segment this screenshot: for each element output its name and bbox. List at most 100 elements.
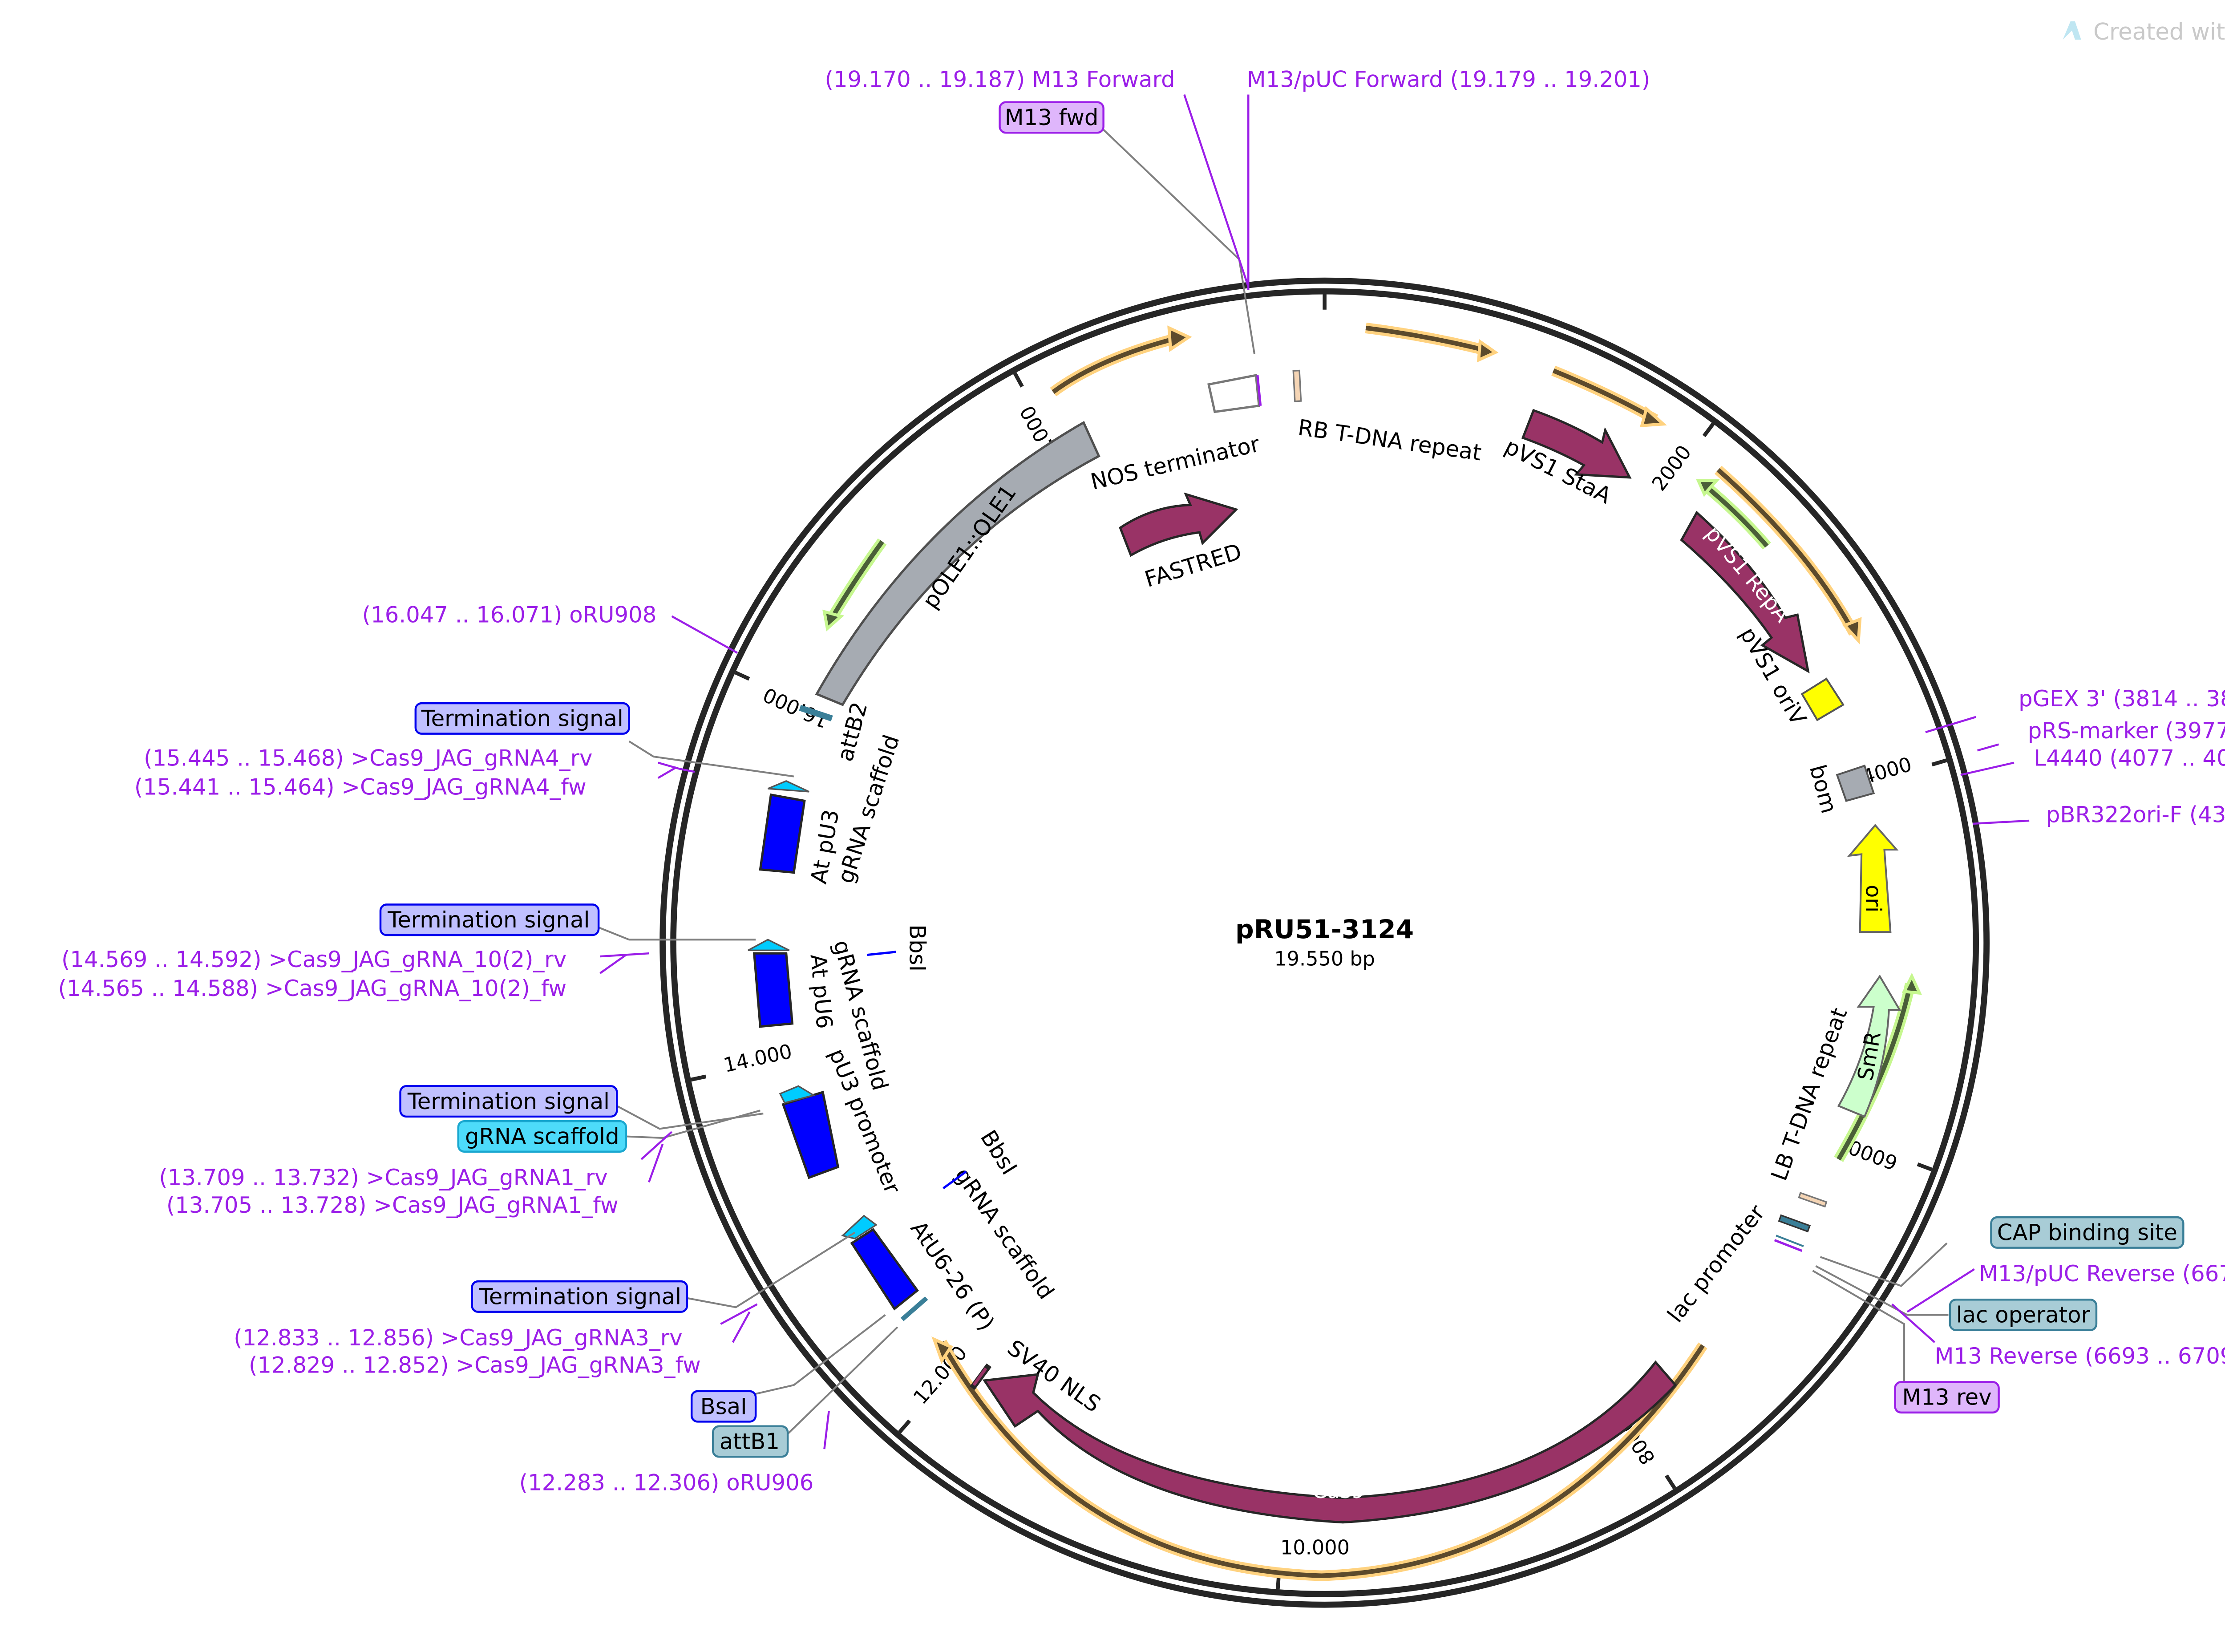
feature-attb2[interactable]: attB2 bbox=[799, 699, 873, 764]
termination-signal-4-label: Termination signal bbox=[479, 1284, 681, 1310]
tick-mark bbox=[898, 1419, 911, 1433]
cas9-shape bbox=[982, 1360, 1677, 1524]
primer-grna4-rv[interactable]: (15.445 .. 15.468) >Cas9_JAG_gRNA4_rv bbox=[144, 745, 592, 771]
m13-fwd-label: M13 fwd bbox=[1005, 105, 1099, 130]
termination-signal-1-label: Termination signal bbox=[421, 705, 623, 731]
primer-grna1-fw[interactable]: (13.705 .. 13.728) >Cas9_JAG_gRNA1_fw bbox=[166, 1192, 619, 1218]
smr-shape bbox=[1837, 974, 1901, 1118]
primer-grna10-rv[interactable]: (14.569 .. 14.592) >Cas9_JAG_gRNA_10(2)_… bbox=[61, 947, 566, 972]
enzyme-bbsi-2[interactable]: BbsI bbox=[943, 1126, 1023, 1190]
fastred-label: FASTRED bbox=[1142, 539, 1245, 592]
pu3-scaffold-shape bbox=[779, 1085, 816, 1104]
atu6-26-shape bbox=[850, 1228, 919, 1311]
orange-arrow-top-left bbox=[1050, 333, 1177, 397]
attb2-shape bbox=[799, 705, 833, 721]
box-cap-binding-site[interactable]: CAP binding site bbox=[1990, 1216, 2185, 1249]
feature-at-pu6[interactable]: At pU6 bbox=[748, 939, 837, 1030]
feature-nos-terminator[interactable]: NOS terminator bbox=[1088, 374, 1262, 495]
backbone-outer-ring bbox=[659, 277, 1990, 1608]
primer-l4440[interactable]: L4440 (4077 .. 4094) bbox=[2034, 745, 2225, 771]
tick-mark bbox=[1917, 1162, 1933, 1172]
primer-grna1-rv[interactable]: (13.709 .. 13.732) >Cas9_JAG_gRNA1_rv bbox=[159, 1165, 607, 1190]
tick-mark bbox=[690, 1074, 707, 1082]
feature-bom[interactable]: bom bbox=[1804, 762, 1875, 816]
backbone bbox=[659, 277, 1990, 1608]
attb1-label: attB1 bbox=[720, 1429, 780, 1454]
box-attb1[interactable]: attB1 bbox=[712, 1425, 789, 1458]
tick-label: 10.000 bbox=[1280, 1536, 1350, 1559]
feature-pole1-ole1[interactable]: pOLE1::OLE1 bbox=[815, 421, 1100, 706]
at-pu6-scaffold-shape bbox=[748, 939, 790, 952]
bbsi-1-label: BbsI bbox=[904, 924, 930, 972]
lac-promoter-shape bbox=[1778, 1214, 1811, 1233]
at-pu3-scaffold-shape bbox=[767, 780, 809, 793]
backbone-inner-ring bbox=[670, 288, 1979, 1597]
rb-tdna-label: RB T-DNA repeat bbox=[1296, 414, 1483, 466]
atu6-26-label: AtU6-26 (P) bbox=[906, 1216, 1000, 1336]
box-grna-scaffold[interactable]: gRNA scaffold bbox=[457, 1120, 627, 1153]
feature-lac-promoter[interactable]: lac promoter bbox=[1663, 1200, 1811, 1328]
pvs1-repa-shape bbox=[1680, 510, 1810, 674]
primer-grna4-fw[interactable]: (15.441 .. 15.464) >Cas9_JAG_gRNA4_fw bbox=[134, 774, 587, 800]
ori-label: ori bbox=[1861, 885, 1885, 912]
feature-pvs1-staa[interactable]: pVS1 StaA bbox=[1501, 409, 1632, 509]
box-m13-fwd[interactable]: M13 fwd bbox=[999, 101, 1104, 134]
at-pu6-label: At pU6 bbox=[805, 953, 837, 1030]
primer-grna3-fw[interactable]: (12.829 .. 12.852) >Cas9_JAG_gRNA3_fw bbox=[249, 1352, 701, 1378]
primer-m13-puc-reverse[interactable]: M13/pUC Reverse (6674 .. 6696) bbox=[1979, 1261, 2225, 1287]
feature-pu3-promoter[interactable]: pU3 promoter gRNA scaffold bbox=[779, 937, 906, 1198]
tick-label: 14.000 bbox=[721, 1040, 794, 1077]
feature-cas9[interactable]: Cas9 bbox=[982, 1360, 1677, 1524]
cap-binding-site-label: CAP binding site bbox=[1997, 1220, 2177, 1246]
bbsi-2-mark bbox=[943, 1170, 967, 1190]
snapgene-logo-icon bbox=[2063, 21, 2081, 40]
bom-label: bom bbox=[1804, 762, 1842, 816]
m13-rev-label: M13 rev bbox=[1902, 1385, 1991, 1410]
primer-m13-puc-forward[interactable]: M13/pUC Forward (19.179 .. 19.201) bbox=[1247, 66, 1651, 92]
grna-scaffold-box-label: gRNA scaffold bbox=[465, 1124, 619, 1150]
connector-lines bbox=[598, 129, 1949, 1435]
plasmid-length: 19.550 bp bbox=[1274, 947, 1375, 971]
feature-atu6-26[interactable]: AtU6-26 (P) gRNA scaffold bbox=[841, 1163, 1060, 1336]
feature-fastred[interactable]: FASTRED bbox=[1119, 492, 1245, 593]
atu6-26-scaffold-shape bbox=[841, 1215, 878, 1239]
primer-oru906[interactable]: (12.283 .. 12.306) oRU906 bbox=[519, 1470, 814, 1496]
box-termination-signal-3[interactable]: Termination signal bbox=[399, 1085, 618, 1118]
pu3-promoter-shape bbox=[781, 1090, 840, 1179]
primer-pgex-3[interactable]: pGEX 3' (3814 .. 3836) bbox=[2019, 686, 2225, 712]
primer-m13-forward[interactable]: (19.170 .. 19.187) M13 Forward bbox=[825, 66, 1175, 92]
fastred-shape bbox=[1119, 492, 1238, 557]
enzyme-bbsi-1[interactable]: BbsI bbox=[867, 924, 930, 972]
box-bsai[interactable]: BsaI bbox=[690, 1390, 757, 1423]
ori-shape bbox=[1847, 824, 1899, 933]
pvs1-oriv-shape bbox=[1800, 677, 1845, 721]
nos-terminator-shape bbox=[1207, 374, 1261, 413]
primer-prs-marker[interactable]: pRS-marker (3977 .. 3996) bbox=[2028, 718, 2225, 744]
primer-m13-reverse[interactable]: M13 Reverse (6693 .. 6709) bbox=[1935, 1343, 2225, 1369]
tick-mark bbox=[1013, 372, 1024, 388]
tick-label: 2000 bbox=[1647, 441, 1696, 495]
primer-oru908[interactable]: (16.047 .. 16.071) oRU908 bbox=[362, 602, 657, 628]
plasmid-name: pRU51-3124 bbox=[1235, 914, 1414, 944]
bbsi-1-mark bbox=[867, 951, 896, 956]
watermark: Created with SnapGene® bbox=[2063, 19, 2225, 45]
primer-connector-lines bbox=[599, 94, 2030, 1450]
box-lac-operator[interactable]: lac operator bbox=[1949, 1299, 2098, 1332]
feature-rb-tdna[interactable]: RB T-DNA repeat bbox=[1292, 369, 1483, 466]
bsai-label: BsaI bbox=[700, 1393, 747, 1419]
lb-tdna-shape bbox=[1798, 1192, 1828, 1208]
box-m13-rev[interactable]: M13 rev bbox=[1894, 1381, 2000, 1414]
pvs1-staa-shape bbox=[1521, 409, 1632, 479]
pole1-ole1-shape bbox=[815, 421, 1100, 706]
box-termination-signal-4[interactable]: Termination signal bbox=[471, 1280, 688, 1313]
box-termination-signal-2[interactable]: Termination signal bbox=[379, 903, 600, 936]
box-termination-signal-1[interactable]: Termination signal bbox=[414, 702, 630, 735]
primer-grna10-fw[interactable]: (14.565 .. 14.588) >Cas9_JAG_gRNA_10(2)_… bbox=[58, 976, 567, 1001]
feature-ori[interactable]: ori bbox=[1847, 824, 1899, 933]
primer-pbr322ori-f[interactable]: pBR322ori-F (4328 .. 4347) bbox=[2046, 802, 2225, 827]
at-pu6-shape bbox=[752, 952, 794, 1028]
bbsi-2-label: BbsI bbox=[975, 1126, 1022, 1179]
primer-grna3-rv[interactable]: (12.833 .. 12.856) >Cas9_JAG_gRNA3_rv bbox=[234, 1325, 682, 1351]
primer-labels: (19.170 .. 19.187) M13 Forward M13/pUC F… bbox=[58, 66, 2225, 1495]
